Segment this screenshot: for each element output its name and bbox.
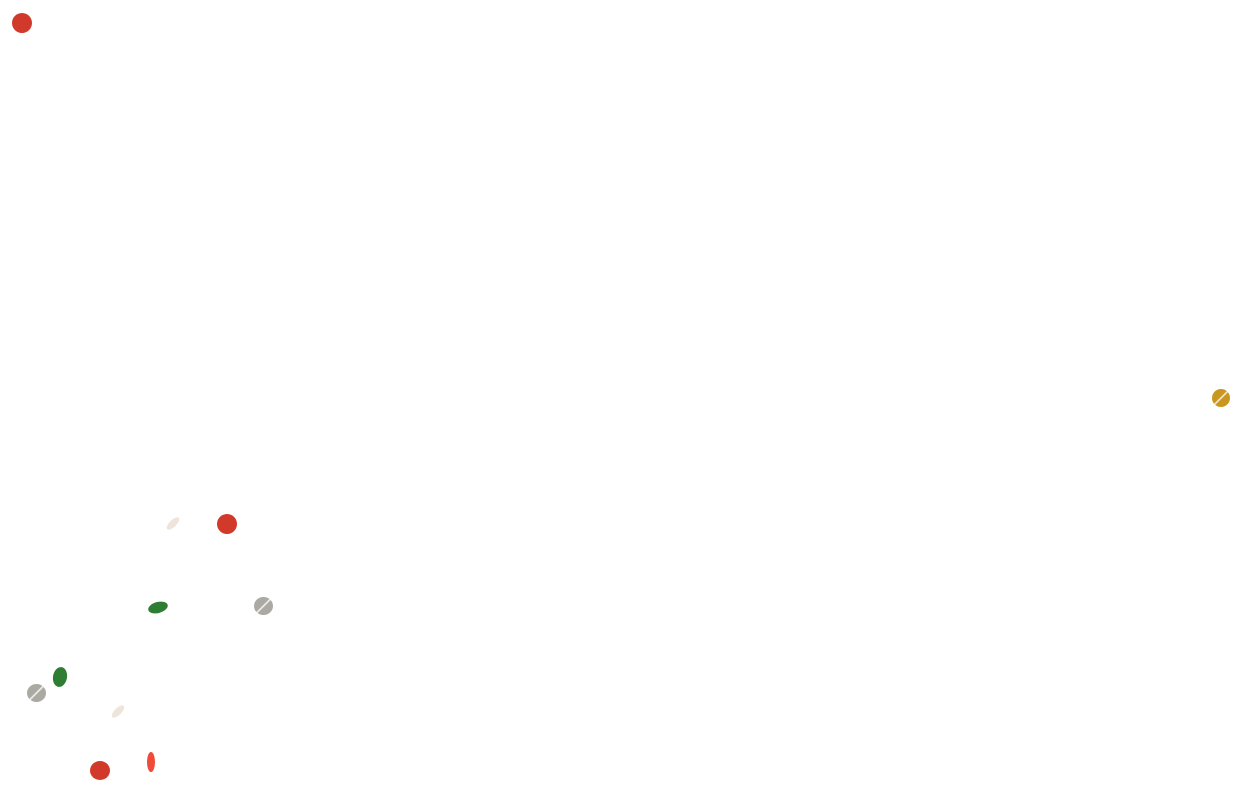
confetti-piece xyxy=(12,13,32,33)
confetti-piece xyxy=(217,514,237,534)
confetti-piece xyxy=(254,597,273,615)
confetti-piece xyxy=(147,752,155,772)
confetti-piece xyxy=(27,684,46,702)
confetti-piece xyxy=(164,515,182,532)
confetti-piece xyxy=(1212,389,1230,407)
confetti-piece xyxy=(146,599,170,616)
confetti-piece xyxy=(90,761,110,780)
confetti-piece xyxy=(51,665,69,689)
confetti-piece xyxy=(109,703,127,720)
